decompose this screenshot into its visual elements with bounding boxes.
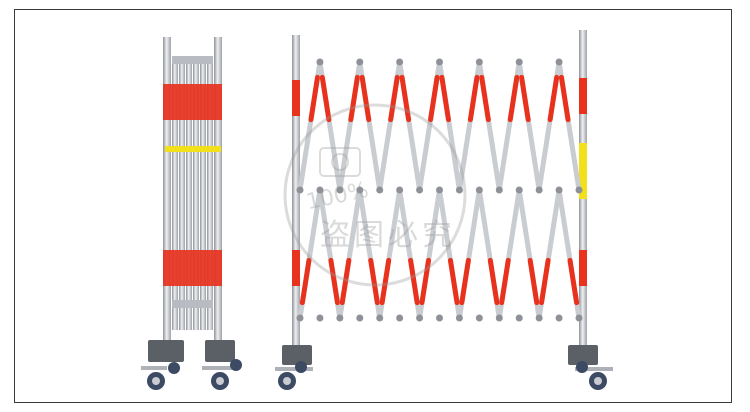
lattice-bar [527, 257, 540, 306]
watermark-line1: 盗图必究 [320, 218, 456, 253]
lattice-bar [299, 257, 312, 306]
lattice-joint [495, 314, 503, 322]
lattice-bar [368, 257, 380, 306]
lattice-joint [316, 58, 324, 66]
scissor-lattice [296, 58, 583, 322]
lattice-joint [555, 58, 563, 66]
lattice-joint [515, 186, 523, 194]
lattice-bar [379, 257, 392, 306]
lattice-joint [515, 58, 523, 66]
lattice-bar [399, 74, 412, 123]
lattice-joint [515, 314, 523, 322]
lattice-joint [475, 186, 483, 194]
lattice-bar [558, 74, 571, 123]
lattice-bar [479, 74, 491, 123]
lattice-bar [319, 74, 332, 123]
folded-reflector [165, 146, 221, 152]
lattice-joint [535, 314, 543, 322]
extended-caster-right [568, 345, 613, 390]
lattice-joint [436, 58, 443, 66]
lattice-joint [535, 186, 543, 194]
lattice-bar [499, 257, 511, 306]
lattice-joint [495, 186, 503, 194]
lattice-joint [475, 314, 483, 322]
lattice-joint [396, 58, 404, 66]
post-right-top-band [579, 78, 587, 114]
folded-right-post [214, 37, 222, 345]
camera-watermark-icon [319, 147, 361, 177]
extended-left-post [292, 35, 300, 353]
lattice-joint [416, 186, 424, 194]
lattice-bar [439, 74, 451, 123]
folded-bottom-stripe [163, 250, 222, 286]
lattice-joint [296, 186, 304, 194]
lattice-joint [455, 186, 463, 194]
lattice-joint [296, 314, 304, 322]
folded-top-stripe [163, 84, 222, 120]
folded-barrier [141, 37, 242, 390]
post-left-bottom-band [292, 250, 300, 286]
lattice-joint [336, 186, 344, 194]
folded-caster-right [202, 340, 242, 390]
lattice-joint [356, 186, 364, 194]
lattice-bar [339, 257, 352, 306]
lattice-joint [575, 186, 583, 194]
lattice-bar [447, 257, 460, 306]
lattice-bar [388, 74, 400, 123]
lattice-bar [419, 257, 432, 306]
lattice-joint [436, 186, 443, 194]
lattice-joint [555, 186, 563, 194]
extended-barrier [275, 30, 613, 390]
lattice-bar [467, 74, 480, 123]
lattice-joint [416, 314, 424, 322]
lattice-bar [308, 74, 321, 123]
lattice-joint [436, 314, 443, 322]
lattice-bar [519, 74, 531, 123]
folded-left-post [163, 37, 171, 345]
lattice-joint [376, 186, 384, 194]
lattice-joint [555, 314, 563, 322]
extended-caster-left [275, 345, 313, 390]
post-right-bottom-band [579, 250, 587, 286]
lattice-bar [348, 74, 360, 123]
lattice-joint [396, 186, 404, 194]
post-left-top-band [292, 80, 300, 116]
lattice-joint [575, 314, 583, 322]
folded-slats [172, 56, 213, 330]
lattice-bar [328, 257, 340, 306]
watermark [283, 103, 467, 287]
lattice-bar [408, 257, 420, 306]
lattice-joint [356, 314, 364, 322]
lattice-bar [567, 257, 580, 306]
lattice-bar [507, 74, 520, 123]
lattice-joint [455, 314, 463, 322]
lattice-joint [336, 314, 344, 322]
lattice-bar [487, 257, 500, 306]
image-frame [14, 9, 732, 403]
folded-caster-left [141, 340, 184, 390]
lattice-joint [376, 314, 384, 322]
lattice-joint [475, 58, 483, 66]
lattice-bar [547, 74, 560, 123]
lattice-bar [459, 257, 471, 306]
lattice-bar [539, 257, 551, 306]
lattice-bar [359, 74, 372, 123]
lattice-joint [356, 58, 364, 66]
lattice-bar [428, 74, 440, 123]
lattice-joint [316, 314, 324, 322]
lattice-joint [396, 314, 404, 322]
post-right-reflector [579, 143, 587, 199]
lattice-joint [316, 186, 324, 194]
